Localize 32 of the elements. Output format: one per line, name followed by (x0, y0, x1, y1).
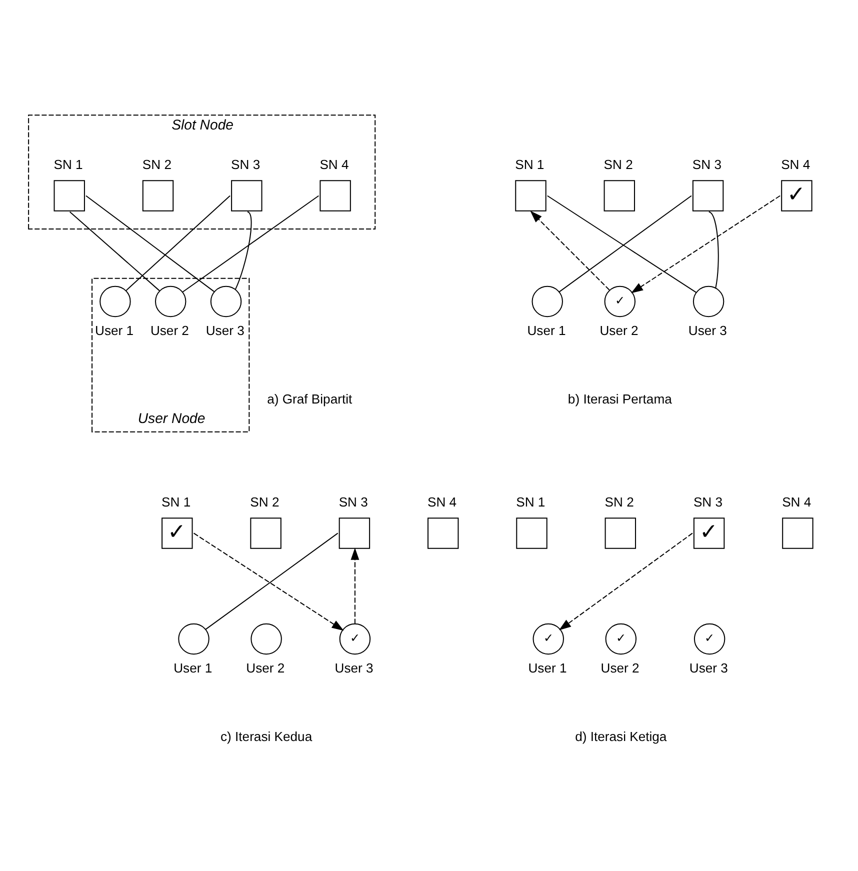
node-label: User 1 (95, 323, 134, 338)
node-label: SN 1 (516, 494, 546, 510)
node-label: User 3 (334, 660, 374, 676)
node-label: SN 2 (142, 156, 172, 172)
node-label: SN 1 (54, 156, 83, 172)
node-label: SN 3 (338, 494, 368, 510)
node-label: User 2 (246, 660, 285, 676)
node-label: User 2 (600, 660, 640, 676)
node-label: SN 2 (604, 494, 634, 510)
node-label: SN 2 (604, 156, 633, 172)
node-label: SN 3 (231, 156, 260, 172)
node-label: User 3 (688, 323, 727, 338)
node-label: SN 1 (515, 156, 544, 172)
node-label: User 2 (150, 323, 189, 338)
node-label: SN 4 (782, 494, 812, 510)
node-label: User 1 (527, 323, 566, 338)
node-label: SN 4 (781, 156, 810, 172)
node-label: User 3 (689, 660, 728, 676)
node-label: User 2 (600, 323, 638, 338)
node-label: User 1 (528, 660, 567, 676)
label: a) Graf Bipartit (267, 392, 352, 407)
node-label: SN 3 (693, 494, 723, 510)
node-label: User 3 (206, 323, 244, 338)
node-label: SN 2 (250, 494, 280, 510)
node-label: SN 4 (427, 494, 457, 510)
label: c) Iterasi Kedua (220, 729, 312, 744)
node-label: SN 4 (320, 156, 349, 172)
label: d) Iterasi Ketiga (575, 729, 667, 744)
node-label: SN 1 (162, 494, 191, 510)
label: b) Iterasi Pertama (568, 392, 672, 407)
node-label: User 1 (174, 660, 212, 676)
node-label: SN 3 (692, 156, 722, 172)
